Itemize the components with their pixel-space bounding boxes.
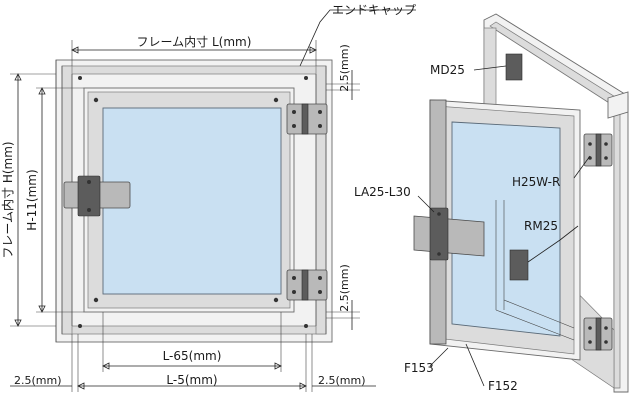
end-cap-top (607, 91, 629, 119)
door-handle (63, 175, 131, 217)
length-minus-65-label: L-65(mm) (163, 349, 222, 363)
screw-icon (273, 97, 279, 103)
offset-top-label: 2.5(mm) (338, 44, 351, 92)
screw-icon (93, 297, 99, 303)
screw-icon (93, 97, 99, 103)
rm25-label: RM25 (524, 219, 558, 233)
height-minus-label: H-11(mm) (25, 169, 39, 230)
md25-magnet (505, 53, 523, 81)
hinge-top (286, 103, 328, 135)
h25w-label: H25W-R (512, 175, 560, 189)
length-minus-5-label: L-5(mm) (166, 373, 217, 387)
screw-icon (304, 324, 308, 328)
end-cap-leader (299, 9, 416, 67)
margin-left-label: 2.5(mm) (14, 374, 62, 387)
end-cap-label: エンドキャップ (332, 3, 416, 17)
frame-inner-length-label: フレーム内寸 L(mm) (137, 35, 252, 49)
f152-label: F152 (488, 379, 518, 393)
screw-icon (78, 324, 82, 328)
bottom-rail (61, 325, 327, 335)
door-handle-perspective (413, 207, 485, 261)
screw-icon (273, 297, 279, 303)
screw-icon (78, 76, 82, 80)
hinge-top-perspective (583, 133, 613, 167)
la25-label: LA25-L30 (354, 185, 411, 199)
front-view: フレーム内寸 L(mm) フレーム内寸 H(mm) H-11(mm) 2.5(m… (1, 3, 416, 392)
hinge-bottom-perspective (583, 317, 613, 351)
rm25-catch (509, 249, 529, 281)
margin-right-label: 2.5(mm) (318, 374, 366, 387)
glass-panel (102, 107, 282, 295)
screw-icon (304, 76, 308, 80)
md25-label: MD25 (430, 63, 465, 77)
f153-label: F153 (404, 361, 434, 375)
offset-bottom-label: 2.5(mm) (338, 264, 351, 312)
hinge-bottom (286, 269, 328, 301)
door-glass (451, 121, 561, 337)
top-rail (61, 65, 327, 75)
perspective-view: MD25 RM25 (354, 13, 629, 393)
frame-inner-height-label: フレーム内寸 H(mm) (1, 141, 15, 258)
